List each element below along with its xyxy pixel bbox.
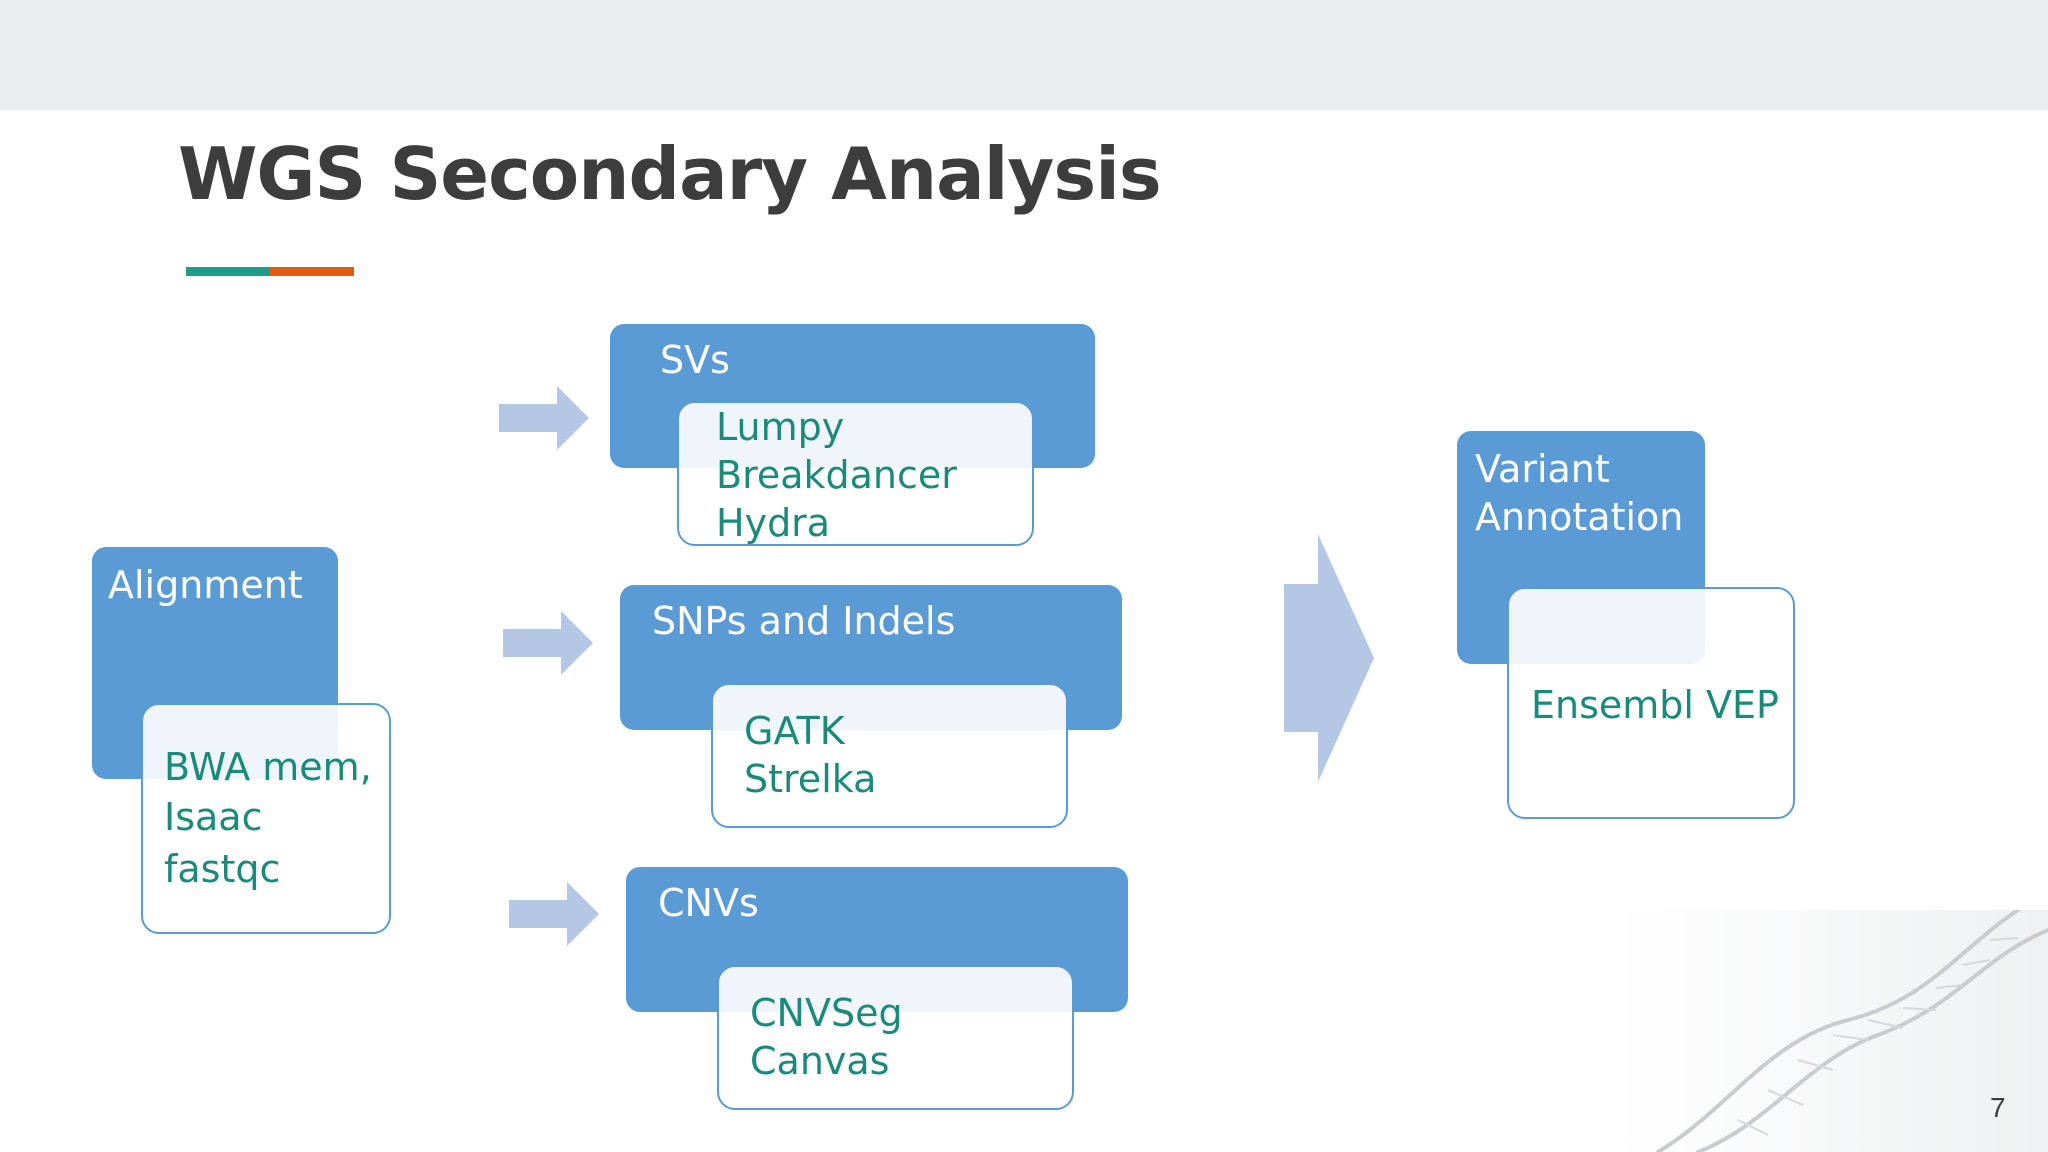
alignment-tool: BWA mem, xyxy=(164,745,372,789)
title-accent-teal xyxy=(186,267,270,276)
cnvs-tools-box: CNVSeg Canvas xyxy=(717,965,1074,1110)
arrow-right-icon xyxy=(503,611,593,675)
title-accent-orange xyxy=(270,267,354,276)
dna-helix-image xyxy=(1618,910,2048,1152)
alignment-tools-box: BWA mem, Isaac fastqc xyxy=(141,703,391,934)
alignment-label: Alignment xyxy=(108,563,303,607)
cnvs-label: CNVs xyxy=(658,881,759,925)
svs-tool: Lumpy xyxy=(716,405,845,449)
variant-annotation-tools-box: Ensembl VEP xyxy=(1507,587,1795,819)
cnvs-tool: CNVSeg xyxy=(750,991,903,1035)
arrow-right-icon xyxy=(509,882,599,946)
snps-indels-tool: Strelka xyxy=(744,757,877,801)
arrow-right-icon xyxy=(1284,534,1374,782)
svs-tools-box: Lumpy Breakdancer Hydra xyxy=(677,401,1034,546)
page-number: 7 xyxy=(1990,1092,2006,1123)
header-band xyxy=(0,0,2048,110)
alignment-tool: Isaac xyxy=(164,795,263,839)
alignment-tool: fastqc xyxy=(164,847,281,891)
variant-annotation-label: Annotation xyxy=(1475,495,1684,539)
svs-label: SVs xyxy=(660,338,730,382)
svs-tool: Breakdancer xyxy=(716,453,957,497)
variant-annotation-tool: Ensembl VEP xyxy=(1531,683,1779,727)
cnvs-tool: Canvas xyxy=(750,1039,890,1083)
variant-annotation-label: Variant xyxy=(1475,447,1610,491)
svs-tool: Hydra xyxy=(716,501,831,545)
snps-indels-label: SNPs and Indels xyxy=(652,599,956,643)
snps-indels-tools-box: GATK Strelka xyxy=(711,683,1068,828)
arrow-right-icon xyxy=(499,386,589,450)
snps-indels-tool: GATK xyxy=(744,709,845,753)
slide-title: WGS Secondary Analysis xyxy=(178,132,1162,216)
